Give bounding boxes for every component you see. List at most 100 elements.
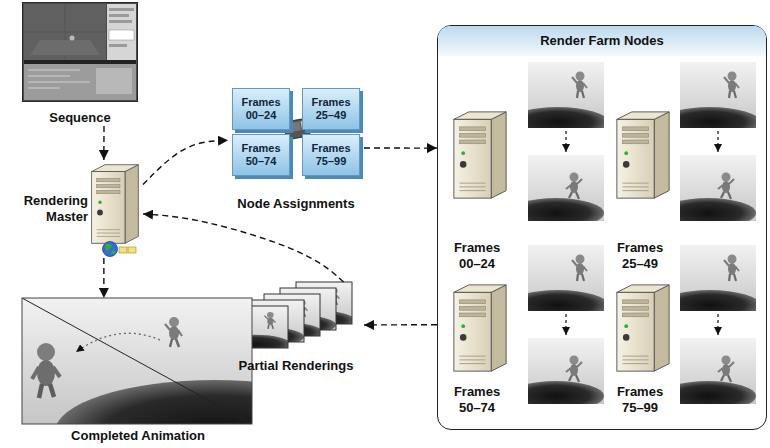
sequence-screenshot [96, 68, 132, 94]
rendering-master-icon [105, 244, 112, 251]
completed-animation-image [169, 326, 179, 340]
render-farm-panel: Render Farm NodesFrames 00–24 Frames 25–4… [437, 25, 767, 430]
completed-animation-image [22, 298, 375, 448]
render-farm-artwork [660, 338, 756, 411]
completed-animation-image [22, 298, 252, 424]
sequence-screenshot [109, 20, 132, 23]
node-label: Frames 00–24 [236, 96, 286, 122]
frame-tile: Frames 00–24 [232, 88, 290, 130]
sequence-screenshot [24, 60, 136, 64]
sequence-screenshot [28, 88, 60, 89]
sequence-screenshot [70, 36, 75, 41]
completed-animation-image [22, 298, 252, 424]
node-label: Frames 50–74 [236, 142, 286, 168]
completed-animation-image [53, 367, 60, 377]
rendering-master-icon [128, 247, 136, 253]
sequence-screenshot [24, 64, 136, 100]
render-farm-artwork [508, 62, 608, 137]
completed-animation-image [32, 343, 60, 398]
node-label: Completed Animation [71, 428, 205, 444]
node-label: Partial Renderings [239, 358, 354, 374]
completed-animation-image [170, 339, 172, 347]
render-farm-artwork [454, 285, 506, 371]
rendering-master-icon [92, 165, 139, 257]
dashed-arrow [143, 214, 344, 282]
sequence-screenshot [109, 30, 134, 40]
node-label: Frames 75–99 [610, 384, 670, 416]
completed-animation-image [178, 330, 182, 336]
node-label: Frames 25–49 [306, 96, 356, 122]
node-label: Rendering Master [8, 193, 88, 225]
image-node: Completed Animation [22, 298, 254, 444]
completed-animation-image [50, 384, 54, 397]
sequence-screenshot [109, 14, 129, 17]
sequence-screenshot [109, 44, 127, 47]
sequence-screenshot [22, 2, 138, 102]
dashed-arrow [364, 324, 437, 326]
render-farm-artwork [660, 155, 756, 228]
render-farm-artwork [508, 338, 604, 411]
render-farm-artwork [717, 131, 718, 152]
rendering-master-icon [92, 165, 139, 244]
rendering-master-icon [103, 242, 118, 257]
render-farm-artwork [454, 62, 760, 411]
dashed-arrow [143, 140, 228, 184]
completed-animation-image [55, 380, 252, 424]
image-node: Sequence [22, 2, 138, 126]
render-farm-artwork [565, 131, 566, 152]
completed-animation-image [39, 384, 42, 398]
image-node: Partial Renderings [228, 282, 364, 374]
node-label: Sequence [49, 110, 110, 126]
completed-animation-image [22, 298, 252, 424]
render-farm-artwork [565, 314, 566, 335]
rendering-master-icon [119, 247, 127, 253]
render-farm-artwork [617, 285, 669, 371]
completed-animation-image [165, 324, 170, 330]
render-farm-artwork [660, 245, 760, 320]
node-label: Render Farm Nodes [438, 26, 766, 56]
sequence-screenshot [107, 4, 136, 60]
sequence-screenshot [28, 70, 80, 71]
dashed-arrow [103, 126, 105, 160]
sequence-screenshot [24, 4, 106, 60]
frame-tile: Frames 25–49 [302, 88, 360, 130]
render-farm-artwork [717, 314, 718, 335]
server-node: Frames 00–24 [441, 106, 513, 272]
completed-animation-image [37, 360, 55, 386]
sequence-screenshot [109, 8, 134, 11]
server-node: Frames 25–49 [604, 106, 676, 272]
server-node: Rendering Master [8, 160, 143, 258]
completed-animation-image [32, 367, 39, 379]
node-label: Frames 50–74 [447, 384, 507, 416]
render-farm-artwork [508, 245, 608, 320]
node-label: Frames 00–24 [447, 240, 507, 272]
sequence-screenshot [22, 2, 138, 102]
sequence-screenshot [22, 2, 138, 102]
node-label: Frames 25–49 [610, 240, 670, 272]
frame-tile: Frames 50–74 [232, 134, 290, 176]
render-farm-artwork [454, 112, 506, 198]
completed-animation-image [76, 333, 160, 352]
connector-group [104, 126, 437, 325]
rendering-master-icon [111, 250, 116, 254]
node-label: Node Assignments [237, 196, 354, 212]
completed-animation-image [176, 339, 179, 347]
completed-animation-image [37, 343, 55, 361]
dashed-arrow [103, 258, 104, 298]
sequence-screenshot [28, 76, 70, 77]
server-node: Frames 75–99 [604, 280, 676, 416]
render-farm-artwork [660, 62, 760, 137]
completed-animation-image [169, 317, 179, 327]
sequence-screenshot [28, 82, 90, 83]
sequence-screenshot [30, 40, 100, 55]
render-farm-artwork [617, 112, 669, 198]
assignment-group: Node Assignments Frames 00–24 Frames 25–49… [228, 84, 364, 212]
frame-tile: Frames 75–99 [302, 134, 360, 176]
server-node: Frames 50–74 [441, 280, 513, 416]
render-farm-artwork [508, 155, 604, 228]
completed-animation-image [165, 317, 182, 347]
